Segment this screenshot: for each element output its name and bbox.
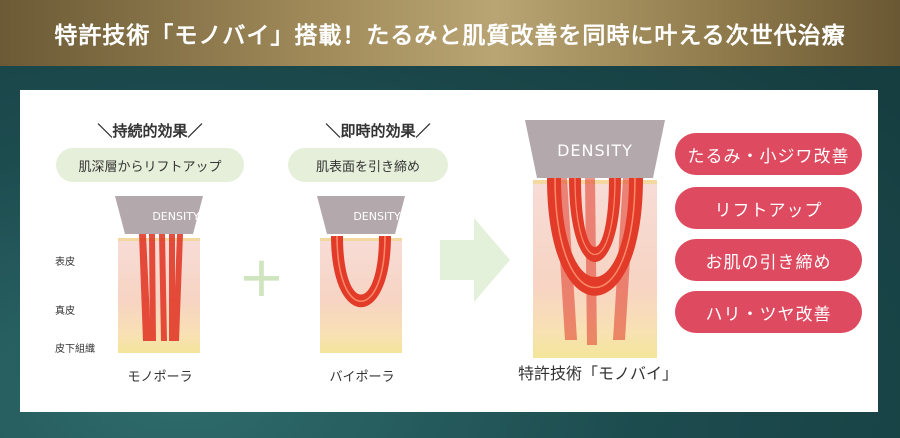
monobi-illustration xyxy=(525,120,665,358)
left-caption: モノポーラ xyxy=(127,370,193,385)
result-device-label: DENSITY xyxy=(557,141,633,160)
left-device-label: DENSITY xyxy=(152,210,200,223)
monopolar-illustration xyxy=(115,196,203,353)
layer-label-dermis: 真皮 xyxy=(55,306,75,317)
benefit-pill-wrinkles: たるみ・小ジワ改善 xyxy=(675,133,862,175)
benefit-pill-tightening: お肌の引き締め xyxy=(675,239,862,281)
left-pill: 肌深層からリフトアップ xyxy=(56,148,244,182)
layer-label-subcutis: 皮下組織 xyxy=(55,344,95,355)
middle-pill: 肌表面を引き締め xyxy=(288,148,448,182)
arrow-right-icon xyxy=(440,218,510,302)
middle-heading: ＼即時的効果／ xyxy=(325,122,431,140)
plus-icon: + xyxy=(238,245,285,310)
middle-device-label: DENSITY xyxy=(353,210,401,223)
middle-caption: バイポーラ xyxy=(329,370,395,385)
benefit-pill-firmness: ハリ・ツヤ改善 xyxy=(675,291,862,333)
benefit-pill-liftup: リフトアップ xyxy=(675,187,862,229)
result-caption: 特許技術「モノバイ」 xyxy=(517,364,678,383)
bipolar-illustration xyxy=(317,196,405,353)
layer-label-epidermis: 表皮 xyxy=(55,257,75,268)
title-banner: 特許技術「モノバイ」搭載！たるみと肌質改善を同時に叶える次世代治療 xyxy=(0,0,900,66)
banner-title: 特許技術「モノバイ」搭載！たるみと肌質改善を同時に叶える次世代治療 xyxy=(54,23,846,49)
content-panel: ＼持続的効果／ 肌深層からリフトアップ DENSITY 表皮 真皮 皮下組織 モ… xyxy=(20,90,878,412)
left-heading: ＼持続的効果／ xyxy=(97,122,203,140)
